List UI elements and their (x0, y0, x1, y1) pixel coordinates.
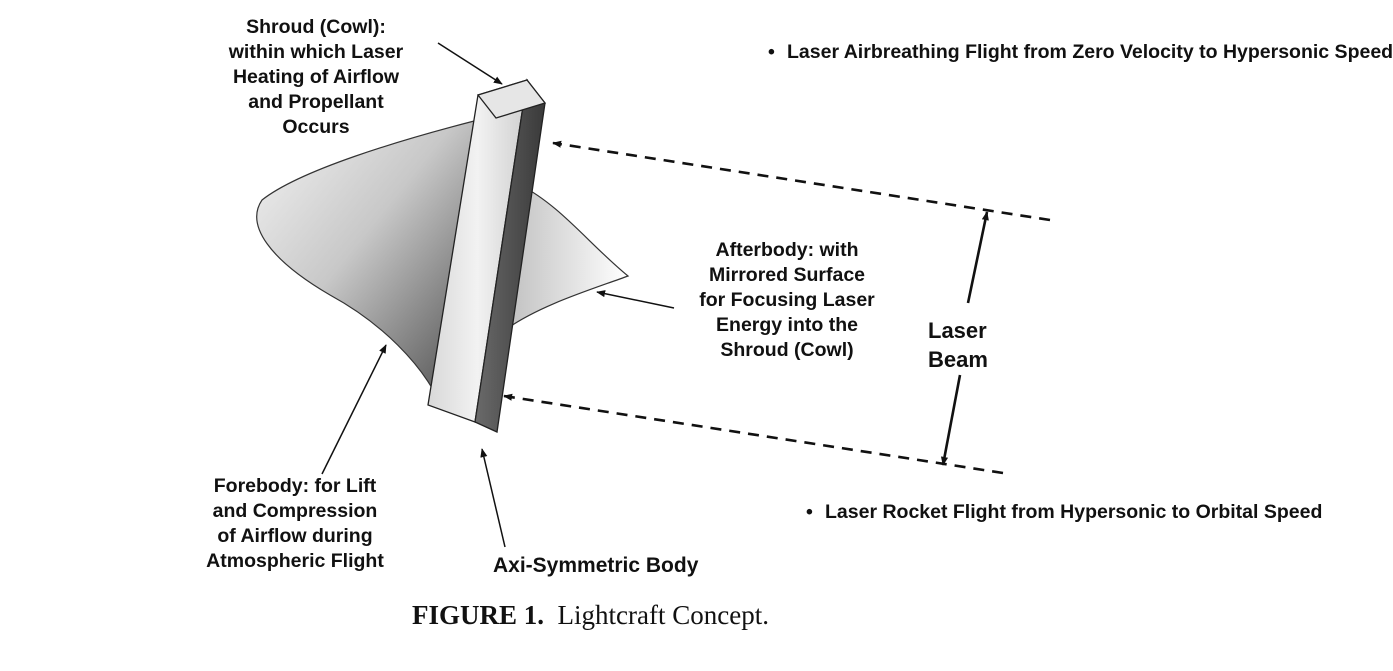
bullet-line: Laser Rocket Flight from (825, 501, 1055, 523)
bullet-line: Laser Airbreathing Flight (787, 41, 1019, 63)
bullet-airbreathing: • Laser Airbreathing Flight from Zero Ve… (768, 40, 1393, 65)
beam-upper-line (552, 140, 1051, 222)
forebody-label-line: Atmospheric Flight (206, 550, 384, 572)
afterbody-label-line: Afterbody: with (715, 239, 859, 261)
laser-beam-label-line: Laser (928, 318, 987, 343)
bullet-dot: • (806, 501, 813, 523)
bullet-line: Speed (1263, 501, 1323, 523)
bullet-rocket: • Laser Rocket Flight from Hypersonic to… (806, 500, 1323, 525)
shroud-label-line: Heating of Airflow (232, 66, 400, 88)
afterbody-label-line: Shroud (Cowl) (720, 339, 854, 361)
afterbody-pointer (596, 290, 675, 309)
shroud-label: Shroud (Cowl): within which Laser Heatin… (212, 15, 420, 140)
afterbody-label-line: Mirrored Surface (708, 264, 866, 286)
afterbody-label-line: for Focusing Laser (699, 289, 875, 311)
forebody-label-line: Forebody: for Lift (213, 475, 377, 497)
forebody-shape (256, 119, 479, 397)
forebody-pointer (321, 344, 387, 475)
axi-symmetric-label: Axi-Symmetric Body (493, 554, 699, 577)
shroud-label-line: within which Laser (228, 41, 404, 63)
forebody-label: Forebody: for Lift and Compression of Ai… (192, 474, 398, 574)
afterbody-label-line: Energy into the (716, 314, 858, 336)
forebody-label-line: of Airflow during (217, 525, 373, 547)
laser-beam-label-line: Beam (928, 347, 988, 372)
cowl-top-face (476, 79, 547, 119)
caption-number: FIGURE 1. (412, 600, 545, 630)
bullet-line: Hypersonic to Orbital (1060, 501, 1259, 523)
forebody-label-line: and Compression (212, 500, 378, 522)
axi-pointer (480, 448, 506, 548)
shroud-pointer (437, 42, 503, 85)
beam-width-arrow-down (940, 374, 962, 466)
laser-beam-label: Laser Beam (928, 316, 988, 374)
figure-caption: FIGURE 1. Lightcraft Concept. (412, 600, 769, 631)
beam-lower-line (503, 393, 1004, 475)
afterbody-label: Afterbody: with Mirrored Surface for Foc… (684, 238, 890, 363)
bullet-dot: • (768, 41, 775, 63)
bullet-line: Hypersonic Speed (1222, 41, 1393, 63)
shroud-label-line: Occurs (282, 116, 350, 138)
afterbody-shape (499, 184, 630, 332)
bullet-line: from Zero Velocity to (1023, 41, 1218, 63)
caption-text: Lightcraft Concept. (557, 600, 769, 630)
shroud-label-line: Shroud (Cowl): (246, 16, 386, 38)
shroud-label-line: and Propellant (248, 91, 384, 113)
beam-width-arrow-up (966, 211, 989, 304)
